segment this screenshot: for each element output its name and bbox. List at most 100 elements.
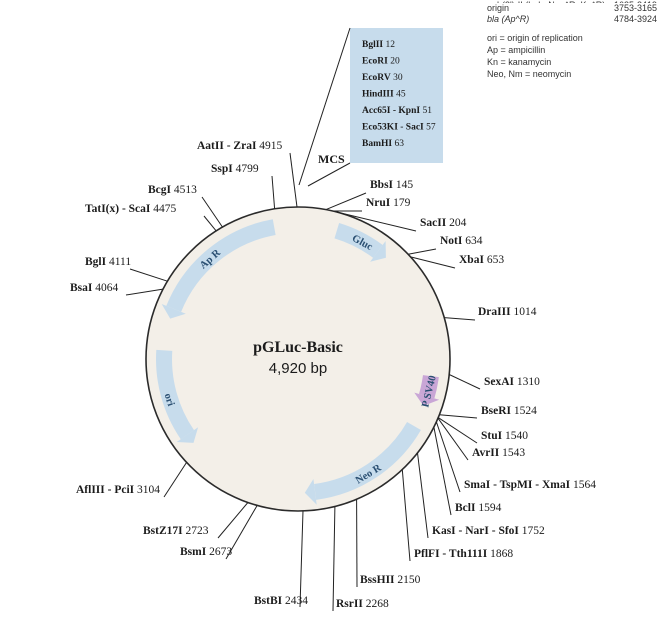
- site-enzyme: BbsI: [370, 179, 394, 191]
- site-label: BsaI 4064: [70, 282, 119, 294]
- site-leader-line: [437, 417, 478, 444]
- site-position: 653: [484, 254, 504, 266]
- feature-arrowhead: [304, 479, 317, 505]
- feature-arrowhead: [414, 392, 440, 406]
- site-leader-line: [433, 427, 452, 516]
- notes-row-aph: aph(3')-II (hph, Neo^R, Kn^R) 1625-2419: [487, 0, 657, 3]
- site-label: StuI 1540: [481, 430, 528, 442]
- notes-row-bla: bla (Ap^R) 4784-3924: [487, 14, 657, 25]
- site-leader-line: [201, 196, 223, 228]
- site-label: SacII 204: [420, 217, 467, 229]
- site-label: BglI 4111: [85, 256, 131, 268]
- site-label: NruI 179: [366, 197, 411, 209]
- site-position: 2723: [183, 525, 209, 537]
- site-label: SexAI 1310: [484, 376, 540, 388]
- site-label: DraIII 1014: [478, 306, 537, 318]
- site-enzyme: BsmI: [180, 546, 207, 558]
- mcs-enzyme: EcoRI: [362, 57, 388, 67]
- site-leader-line: [325, 192, 367, 211]
- mcs-leader-right: [307, 162, 351, 187]
- feature-arrowhead: [161, 304, 186, 319]
- mcs-enzyme: Eco53KI - SacI: [362, 123, 424, 133]
- mcs-position: 30: [391, 73, 403, 83]
- feature-arc: [313, 421, 421, 500]
- site-position: 2150: [395, 574, 421, 586]
- key-ap: Ap = ampicillin: [487, 45, 546, 55]
- site-enzyme: SspI: [211, 163, 233, 175]
- site-label: PflFI - Tth111I 1868: [414, 548, 513, 560]
- site-position: 1524: [511, 405, 537, 417]
- mcs-title: MCS: [318, 152, 345, 166]
- site-leader-line: [439, 414, 478, 419]
- site-position: 1564: [570, 479, 596, 491]
- site-enzyme: AvrII: [472, 447, 500, 459]
- site-leader-line: [408, 248, 437, 255]
- plasmid-backbone: [145, 206, 451, 512]
- site-label: NotI 634: [440, 235, 483, 247]
- site-enzyme: SexAI: [484, 376, 515, 388]
- site-label: BbsI 145: [370, 179, 413, 191]
- site-label: AflIII - PciI 3104: [76, 484, 160, 496]
- site-enzyme: BclI: [455, 502, 476, 514]
- site-leader-line: [448, 374, 481, 390]
- site-enzyme: AflIII - PciI: [76, 484, 135, 496]
- mcs-site: BglII 12: [362, 40, 395, 50]
- mcs-site: BamHI 63: [362, 139, 404, 149]
- site-leader-line: [435, 421, 461, 493]
- key-neo: Neo, Nm = neomycin: [487, 69, 572, 79]
- site-leader-line: [401, 469, 411, 562]
- site-label: XbaI 653: [459, 254, 504, 266]
- site-label: BstZ17I 2723: [143, 525, 209, 537]
- mcs-enzyme: EcoRV: [362, 73, 391, 83]
- feature-arc: [166, 219, 276, 313]
- site-leader-line: [332, 506, 336, 612]
- site-position: 2434: [282, 595, 308, 607]
- site-label: BcgI 4513: [148, 184, 197, 196]
- site-position: 1752: [519, 525, 545, 537]
- mcs-enzyme: Acc65I - KpnI: [362, 106, 420, 116]
- site-enzyme: BssHII: [360, 574, 395, 586]
- site-leader-line: [337, 211, 417, 232]
- site-leader-line: [129, 268, 168, 282]
- site-position: 4513: [171, 184, 197, 196]
- site-leader-line: [417, 452, 429, 539]
- site-label: RsrII 2268: [336, 598, 389, 610]
- mcs-site: EcoRI 20: [362, 57, 400, 67]
- notes-row-range: 3753-3165: [613, 3, 657, 13]
- feature-arc: [418, 374, 439, 399]
- site-enzyme: NotI: [440, 235, 463, 247]
- site-enzyme: XbaI: [459, 254, 484, 266]
- site-label: BstBI 2434: [254, 595, 308, 607]
- notes-row-range: 4784-3924: [613, 14, 657, 24]
- site-position: 1543: [499, 447, 525, 459]
- mcs-site: Acc65I - KpnI 51: [362, 106, 432, 116]
- site-enzyme: BstZ17I: [143, 525, 183, 537]
- site-leader-line: [225, 505, 258, 560]
- mcs-position: 20: [388, 57, 400, 67]
- abbreviation-key: ori = origin of replication Ap = ampicil…: [487, 32, 657, 80]
- site-leader-line: [299, 510, 304, 608]
- mcs-site: HindIII 45: [362, 90, 406, 100]
- site-position: 179: [390, 197, 410, 209]
- mcs-enzyme: BglII: [362, 40, 383, 50]
- notes-row-name: bla (Ap^R): [487, 14, 530, 24]
- mcs-site: EcoRV 30: [362, 73, 403, 83]
- site-enzyme: DraIII: [478, 306, 511, 318]
- feature-2: P SV40: [414, 374, 440, 409]
- site-leader-line: [289, 152, 298, 208]
- site-label: SmaI - TspMI - XmaI 1564: [464, 479, 596, 491]
- key-kn: Kn = kanamycin: [487, 57, 552, 67]
- site-label: AatII - ZraI 4915: [197, 140, 283, 152]
- site-enzyme: SmaI - TspMI - XmaI: [464, 479, 571, 491]
- site-position: 3104: [134, 484, 160, 496]
- feature-arc: [334, 223, 383, 258]
- mcs-leader-left: [298, 27, 351, 186]
- site-label: BclI 1594: [455, 502, 502, 514]
- site-label: BsmI 2673: [180, 546, 232, 558]
- notes-row-origin: origin 3753-3165: [487, 3, 657, 14]
- site-position: 4064: [92, 282, 118, 294]
- site-position: 634: [462, 235, 482, 247]
- plasmid-name: pGLuc-Basic: [253, 339, 343, 356]
- site-leader-line: [437, 417, 469, 461]
